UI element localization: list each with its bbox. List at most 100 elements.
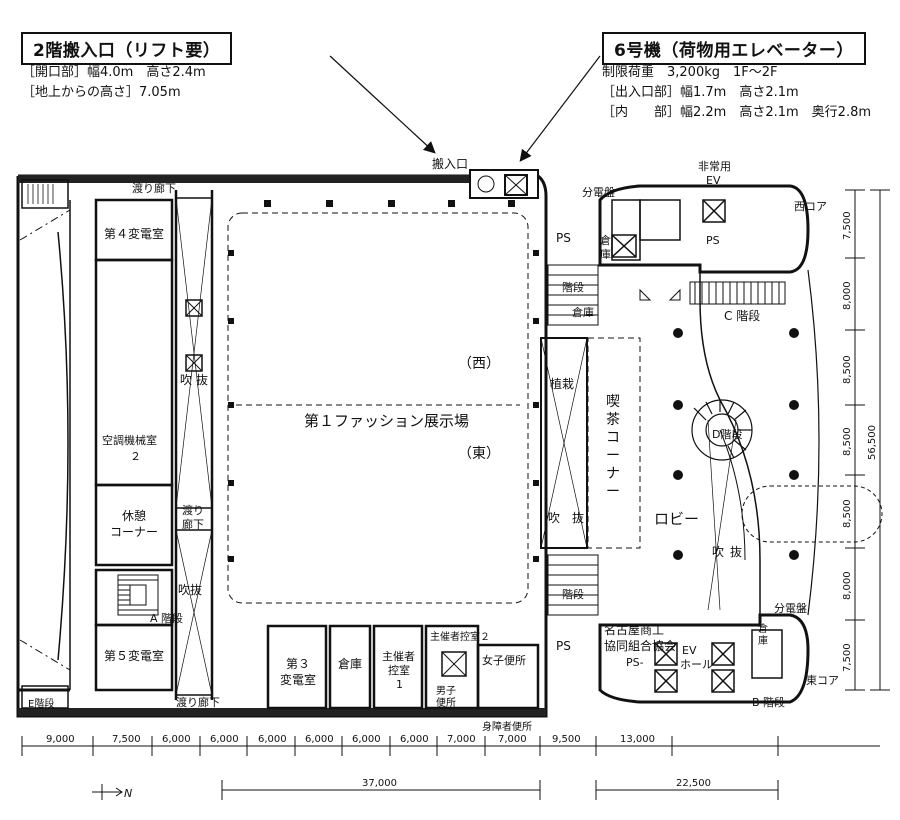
- label-dist-board-north: 分電盤: [582, 186, 615, 199]
- dim-right-5: 8,500: [842, 499, 853, 528]
- dim-bottom-10: 7,000: [498, 734, 527, 745]
- dim-bottom-9: 7,000: [447, 734, 476, 745]
- west-core-outline: [598, 184, 810, 274]
- void-lobby-1: [707, 419, 721, 611]
- top-beam: [18, 175, 470, 183]
- label-void-1a: 吹: [180, 373, 192, 387]
- label-cafe-3: コ: [606, 430, 620, 446]
- stair-a-drawing: [117, 574, 159, 616]
- label-east: （東）: [458, 446, 500, 462]
- label-cafe-6: ー: [606, 484, 620, 500]
- label-stairs-a: A 階段: [150, 611, 183, 625]
- label-hall-name: 第１ファッション展示場: [304, 412, 469, 430]
- stair-glyph-2: [185, 354, 203, 372]
- left-facade-curve: [57, 231, 69, 661]
- callout-left-line-2: ［地上からの高さ］7.05m: [22, 85, 181, 100]
- dim-right-7: 7,500: [842, 643, 853, 672]
- label-warehouse-4b: 庫: [758, 634, 768, 647]
- callout-right-line-2: ［出入口部］幅1.7m 高さ2.1m: [602, 85, 799, 100]
- void-lobby-2: [707, 419, 737, 611]
- label-stairs-c: C 階段: [724, 308, 760, 323]
- columns-top: [264, 200, 515, 207]
- callout-right-line-1: 制限荷重 3,200kg 1F～2F: [602, 65, 778, 80]
- label-corridor-top: 渡り廊下: [132, 181, 176, 195]
- label-west-core: 西コア: [794, 200, 827, 213]
- dim-bottom-5: 6,000: [258, 734, 287, 745]
- label-ev-hall-2: ホール: [680, 658, 713, 671]
- freight-elevator: [469, 169, 539, 199]
- label-warehouse-1: 倉: [600, 233, 611, 247]
- label-cafe-2: 茶: [606, 412, 620, 428]
- dim-bottom-2: 7,500: [112, 734, 141, 745]
- label-stairs-small-2: 階段: [562, 587, 584, 601]
- label-stairs-b: B 階段: [752, 695, 785, 709]
- lobby-columns: [673, 328, 799, 560]
- left-room-block: [94, 198, 174, 692]
- label-rest-1: 休憩: [122, 508, 146, 523]
- east-core-outline: [598, 613, 810, 704]
- dim-bottom-6: 6,000: [305, 734, 334, 745]
- label-void-2: 吹抜: [178, 583, 202, 597]
- dim-right-1: 7,500: [842, 211, 853, 240]
- label-ac-room-2: ２: [130, 450, 141, 463]
- label-ps-1: PS: [556, 231, 571, 245]
- label-warehouse-2: 倉庫: [572, 305, 594, 319]
- label-substation-4: 第４変電室: [104, 226, 164, 241]
- columns-side: [228, 250, 539, 562]
- label-stairs-small-1: 階段: [562, 280, 584, 294]
- label-substation-3a: 第３: [286, 657, 310, 671]
- dim-right-6: 8,000: [842, 571, 853, 600]
- label-assoc-2: 協同組合協会: [604, 638, 676, 653]
- callout-left-title: 2階搬入口（リフト要）: [21, 32, 233, 65]
- label-ac-room-1: 空調機械室: [102, 433, 157, 447]
- label-emergency-ev-1: 非常用: [698, 160, 731, 173]
- label-stairs-d: D階段: [712, 427, 742, 441]
- label-cafe-4: ー: [606, 448, 620, 464]
- bottom-beam: [18, 708, 546, 716]
- dim-bottom-7: 6,000: [352, 734, 381, 745]
- label-ev-hall-1: EV: [682, 644, 697, 657]
- dim-bottom-4: 6,000: [210, 734, 239, 745]
- dim-right-3: 8,500: [842, 355, 853, 384]
- stair-box-sw: [21, 685, 69, 709]
- label-ps-4: PS-: [626, 656, 644, 669]
- label-substation-5: 第５変電室: [104, 648, 164, 663]
- dim-total-2: 22,500: [676, 778, 711, 789]
- exhibition-hall-dashed: [227, 212, 529, 604]
- label-warehouse-4: 倉: [758, 622, 768, 635]
- label-void-3a: 吹: [548, 511, 560, 525]
- center-stairs: [547, 264, 599, 616]
- label-cafe-5: ナ: [606, 466, 620, 482]
- label-void-4b: 抜: [730, 545, 742, 559]
- lobby-inner-wall: [719, 429, 746, 561]
- label-warehouse-1b: 庫: [600, 247, 611, 261]
- label-women-wc: 女子便所: [482, 653, 526, 667]
- dim-right-4: 8,500: [842, 427, 853, 456]
- callout-left-line-1: ［開口部］幅4.0m 高さ2.4m: [22, 65, 206, 80]
- label-void-4a: 吹: [712, 545, 724, 559]
- label-substation-3b: 変電室: [280, 672, 316, 687]
- label-corridor-mid-2: 廊下: [182, 517, 204, 531]
- label-warehouse-3: 倉庫: [338, 656, 362, 671]
- label-organizer-room-2: 主催者控室２: [430, 630, 490, 643]
- label-dist-board-south: 分電盤: [774, 602, 807, 615]
- west-core-inner: [611, 199, 726, 261]
- label-corridor-bottom: 渡り廊下: [176, 695, 220, 709]
- callout-right-line-3: ［内 部］幅2.2m 高さ2.1m 奥行2.8m: [602, 105, 872, 120]
- cafe-dashed: [587, 337, 641, 549]
- right-canopy: [741, 485, 883, 543]
- label-emergency-ev-2: EV: [706, 174, 721, 187]
- bottom-rooms: [266, 624, 540, 710]
- dim-right-total: 56,500: [867, 425, 878, 460]
- dim-right-2: 8,000: [842, 281, 853, 310]
- label-accessible-wc: 身障者便所: [482, 720, 532, 733]
- label-void-1b: 抜: [196, 373, 208, 387]
- stair-glyph-1: [185, 299, 203, 317]
- label-ps-3: PS: [556, 639, 571, 653]
- spiral-stair-d: [691, 399, 753, 461]
- label-ps-2: PS: [706, 234, 720, 247]
- dim-bottom-12: 13,000: [620, 734, 655, 745]
- escalator-c: [639, 281, 786, 305]
- stair-box-nw: [21, 179, 69, 209]
